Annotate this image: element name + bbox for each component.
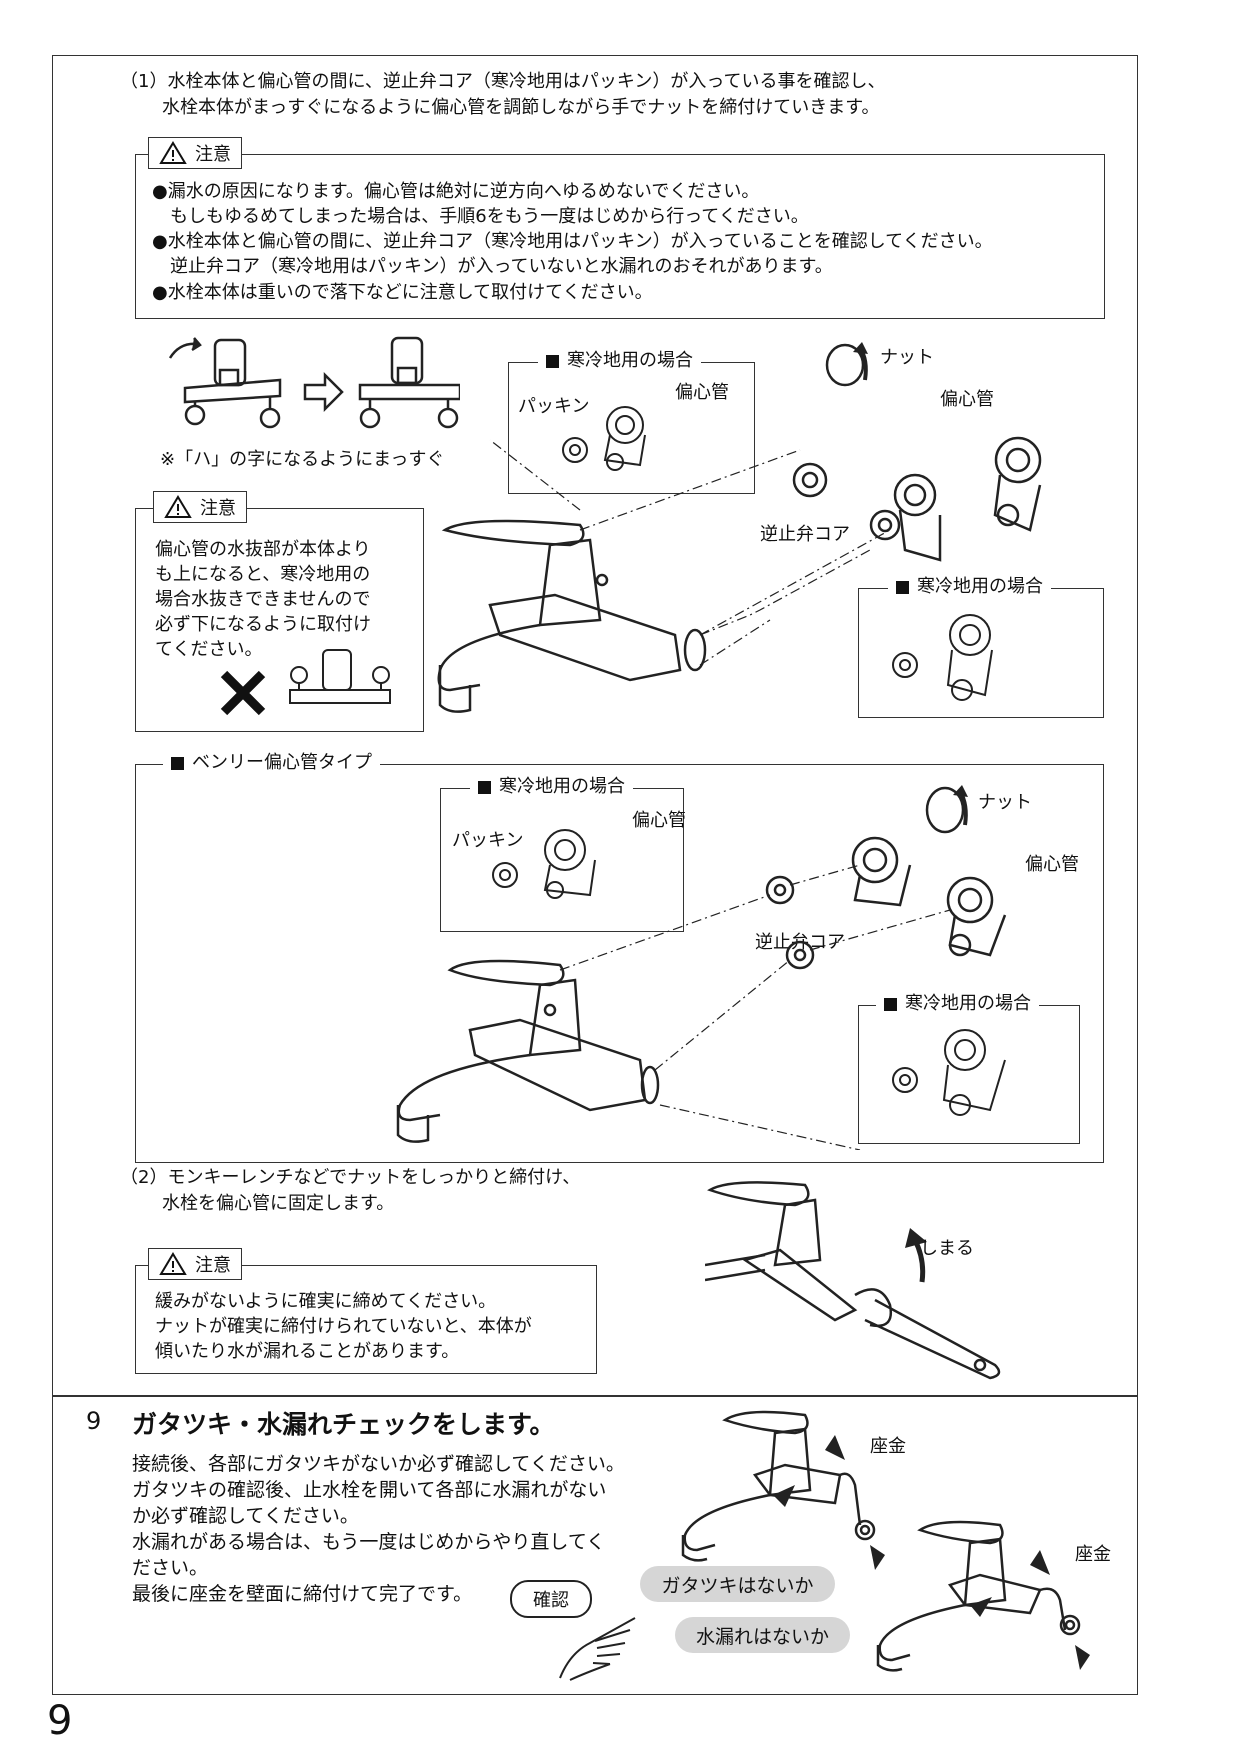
packing-label: パッキン: [452, 830, 524, 851]
step9-body: 最後に座金を壁面に締付けて完了です。: [132, 1583, 473, 1605]
eccentric-pipe-label: 偏心管: [1025, 854, 1079, 875]
benri-title: ベンリー偏心管タイプ: [163, 752, 380, 774]
caution2-line: てください。: [155, 639, 263, 660]
caution-box-2: [135, 508, 424, 732]
caution3-line: 傾いたり水が漏れることがあります。: [155, 1341, 460, 1362]
wrong-mark-icon: [220, 670, 266, 716]
step9-body: か必ず確認してください。: [132, 1505, 359, 1527]
warning-icon: [159, 141, 187, 164]
page-frame-bottom: [52, 1395, 1138, 1695]
nut-icon: [925, 785, 968, 834]
wrong-mount-diagram: [289, 649, 391, 704]
caution-tag-3: 注意: [148, 1248, 242, 1280]
nut-label: ナット: [880, 347, 934, 368]
confirm-label: 確認: [533, 1590, 569, 1611]
caution-label: 注意: [195, 1255, 231, 1276]
check-faucet-illustration-1: [681, 1410, 885, 1570]
caution1-line: ●水栓本体と偏心管の間に、逆止弁コア（寒冷地用はパッキン）が入っていることを確認…: [152, 231, 993, 252]
alignment-note: ※「ハ」の字になるようにまっすぐ: [160, 449, 445, 470]
cold-region-parts-3: [492, 829, 596, 899]
nut-icon: [825, 342, 868, 387]
step9-body: 接続後、各部にガタツキがないか必ず確認してください。: [132, 1453, 625, 1475]
caution3-line: 緩みがないように確実に締めてください。: [155, 1291, 497, 1312]
caution-label: 注意: [195, 144, 231, 165]
section2-line2: 水栓を偏心管に固定します。: [162, 1193, 395, 1214]
cold-region-title: 寒冷地用の場合: [888, 576, 1051, 598]
step9-body: 水漏れがある場合は、もう一度はじめからやり直してく: [132, 1531, 606, 1553]
packing-label: パッキン: [518, 396, 590, 417]
page-number: 9: [47, 1698, 73, 1744]
step9-body: ガタツキの確認後、止水栓を開いて各部に水漏れがない: [132, 1479, 607, 1501]
cold-region-title: 寒冷地用の場合: [876, 993, 1039, 1015]
cold-region-title: 寒冷地用の場合: [470, 776, 633, 798]
caution2-line: 偏心管の水抜部が本体より: [155, 539, 371, 560]
nut-label: ナット: [978, 792, 1032, 813]
faucet-illustration-1: [437, 436, 1042, 713]
warning-icon: [164, 495, 192, 518]
check-faucet-illustration-2: [876, 1520, 1090, 1672]
section2-line1: （2）モンキーレンチなどでナットをしっかりと締付け、: [120, 1167, 581, 1188]
section1-line2: 水栓本体がまっすぐになるように偏心管を調節しながら手でナットを締付けていきます。: [162, 97, 880, 118]
warning-icon: [159, 1252, 187, 1275]
caution1-line: ●水栓本体は重いので落下などに注意して取付けてください。: [152, 282, 653, 303]
section1-line1: （1）水栓本体と偏心管の間に、逆止弁コア（寒冷地用はパッキン）が入っている事を確…: [120, 71, 886, 92]
confirm-badge: 確認: [510, 1580, 592, 1618]
eccentric-pipe-label: 偏心管: [675, 382, 729, 403]
caution-box-1: [135, 154, 1105, 319]
cold-region-parts-4: [892, 1029, 1006, 1116]
check-rattle-pill: ガタツキはないか: [640, 1566, 835, 1602]
alignment-diagram: [168, 336, 460, 429]
eccentric-pipe-label: 偏心管: [940, 389, 994, 410]
pointing-hand-icon: [559, 1617, 636, 1681]
caution-box-3: [135, 1265, 597, 1374]
caution1-line: 逆止弁コア（寒冷地用はパッキン）が入っていないと水漏れのおそれがあります。: [152, 256, 833, 277]
caution2-line: も上になると、寒冷地用の: [155, 564, 371, 585]
step9-body: ださい。: [132, 1557, 209, 1579]
check-leak-pill: 水漏れはないか: [675, 1617, 850, 1653]
caution-tag-2: 注意: [153, 491, 247, 523]
check-valve-core-label: 逆止弁コア: [760, 524, 850, 545]
tighten-label: しまる: [920, 1238, 974, 1259]
wrench-illustration: [705, 1181, 1001, 1380]
page-frame-top: [52, 55, 1138, 1397]
washer-label: 座金: [870, 1436, 906, 1457]
step9-number: 9: [86, 1407, 102, 1435]
cold-region-title: 寒冷地用の場合: [538, 350, 701, 372]
caution3-line: ナットが確実に締付けられていないと、本体が: [155, 1316, 532, 1337]
caution2-line: 場合水抜きできませんので: [155, 589, 371, 610]
cold-region-parts-1: [562, 406, 646, 471]
washer-label: 座金: [1075, 1544, 1111, 1565]
caution-label: 注意: [200, 498, 236, 519]
step9-title: ガタツキ・水漏れチェックをします。: [132, 1410, 555, 1439]
caution2-line: 必ず下になるように取付け: [155, 614, 371, 635]
cold-region-parts-2: [892, 614, 993, 701]
eccentric-pipe-label: 偏心管: [632, 810, 686, 831]
caution1-line: ●漏水の原因になります。偏心管は絶対に逆方向へゆるめないでください。: [152, 181, 760, 202]
caution1-line: もしもゆるめてしまった場合は、手順6をもう一度はじめから行ってください。: [152, 206, 809, 227]
caution-tag-1: 注意: [148, 137, 242, 169]
faucet-illustration-2: [396, 836, 1007, 1150]
benri-box: [135, 764, 1104, 1163]
